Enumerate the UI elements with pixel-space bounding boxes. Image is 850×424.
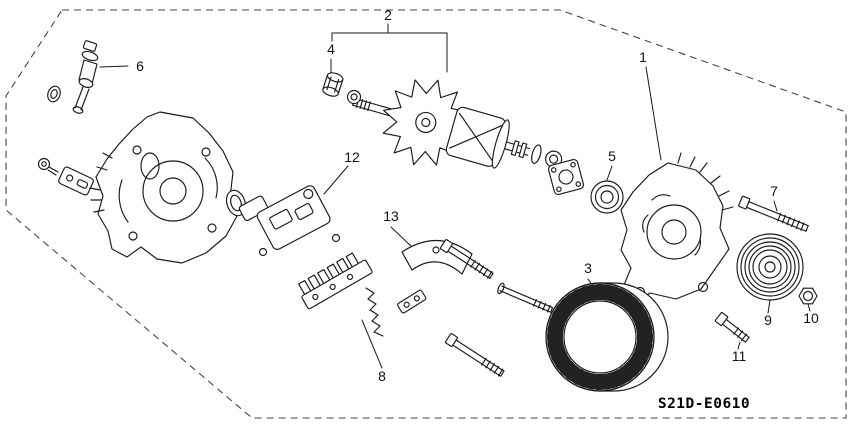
callout-11[interactable]: 11: [732, 348, 747, 364]
callout-8[interactable]: 8: [378, 368, 386, 384]
part-rear-housing: [89, 111, 238, 264]
part-collar-washer: [322, 72, 362, 105]
part-bolt-a: [439, 239, 494, 279]
callout-1[interactable]: 1: [639, 49, 647, 65]
part-long-bolt: [738, 195, 809, 232]
part-through-bolt-assembly: [47, 40, 99, 114]
diagram-code: S21D-E0610: [658, 396, 750, 412]
part-brush-holder-regulator: [238, 185, 331, 250]
part-rotor-assembly: [352, 79, 563, 169]
part-end-cover: [401, 239, 473, 275]
part-bearing-retainer-plate: [547, 158, 585, 196]
callout-3[interactable]: 3: [584, 260, 592, 276]
diagram-dashed-border: [5, 9, 847, 419]
callout-2[interactable]: 2: [384, 7, 392, 23]
part-bearing: [590, 180, 624, 214]
part-screw-and-bracket: [37, 157, 94, 196]
part-stud-bolt: [497, 282, 554, 313]
part-stator: [545, 282, 669, 392]
callout-9[interactable]: 9: [764, 312, 772, 328]
part-bolt-b: [444, 333, 505, 377]
callout-4[interactable]: 4: [327, 41, 335, 57]
part-small-bolt: [714, 312, 750, 343]
part-rectifier: [298, 252, 373, 310]
callout-12[interactable]: 12: [344, 149, 360, 165]
part-terminal-strip: [397, 289, 427, 314]
part-nut: [798, 287, 818, 305]
callout-5[interactable]: 5: [608, 148, 616, 164]
part-screw-a: [258, 247, 268, 257]
callout-10[interactable]: 10: [803, 310, 819, 326]
part-pulley: [736, 233, 804, 301]
callout-7[interactable]: 7: [770, 183, 778, 199]
callout-13[interactable]: 13: [383, 208, 399, 224]
part-screw-b: [331, 233, 341, 243]
callout-6[interactable]: 6: [136, 58, 144, 74]
part-brush-spring: [365, 287, 384, 337]
part-front-housing: [620, 152, 734, 302]
